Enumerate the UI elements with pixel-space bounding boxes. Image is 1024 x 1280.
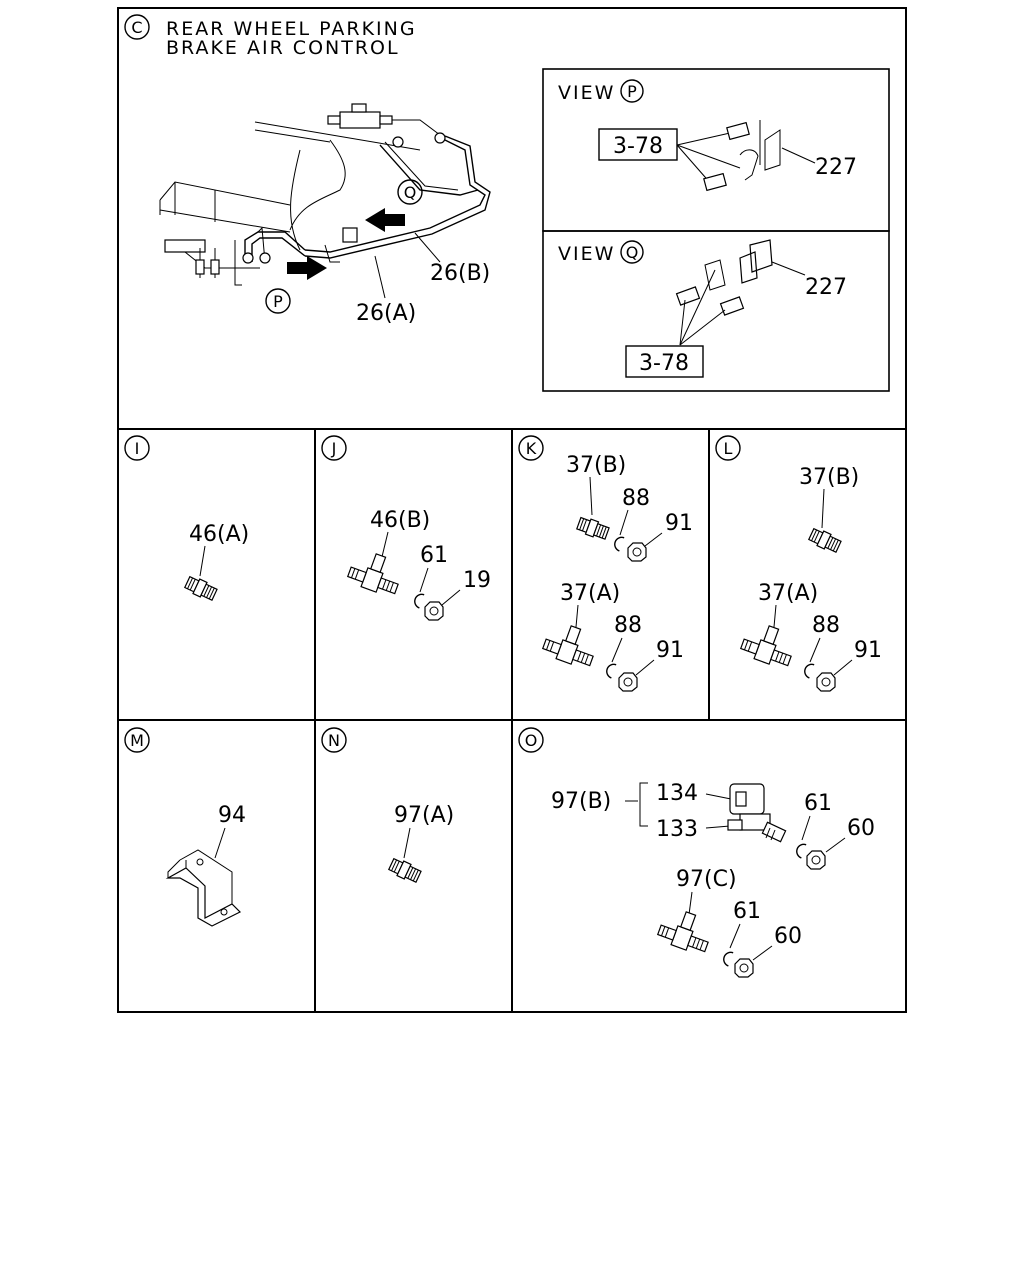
tee-37a-icon: [540, 618, 601, 671]
panel-j: J 46(B) 61 19: [321, 435, 491, 621]
tee-37a-icon: [738, 618, 799, 671]
panel-title-line1: REAR WHEEL PARKING: [166, 18, 417, 40]
nipple-97a-icon: [387, 856, 423, 885]
part-label-37a: 37(A): [560, 581, 620, 606]
part-label-61-top: 61: [804, 791, 832, 816]
panel-c: C REAR WHEEL PARKING BRAKE AIR CONTROL: [124, 14, 890, 392]
view-p-box: VIEW P 3-78 227: [542, 68, 890, 232]
nut-91-top-icon: [627, 542, 647, 562]
panel-n: N 97(A): [321, 727, 454, 885]
nut-19-icon: [424, 601, 444, 621]
part-label-88-bottom: 88: [614, 613, 642, 638]
view-q-box: VIEW Q 227 3-78: [542, 230, 890, 392]
view-p-marker: P: [627, 82, 637, 101]
panel-o-marker: O: [525, 731, 538, 750]
nut-91-icon: [816, 672, 836, 692]
part-label-88: 88: [812, 613, 840, 638]
panel-title-line2: BRAKE AIR CONTROL: [166, 37, 400, 59]
washer-88-bottom-icon: [604, 661, 617, 679]
view-q-caption: VIEW: [558, 243, 615, 265]
part-label-26b: 26(B): [430, 261, 490, 286]
view-q-ref: 3-78: [639, 351, 689, 376]
panel-m-marker: M: [130, 731, 144, 750]
nipple-37b-icon: [575, 515, 611, 542]
part-label-97a: 97(A): [394, 803, 454, 828]
part-label-46b: 46(B): [370, 508, 430, 533]
panel-i: I 46(A): [124, 435, 249, 603]
arrow-q-marker: Q: [404, 183, 417, 202]
view-p-part: 227: [815, 155, 857, 180]
panel-m: M 94: [124, 727, 246, 927]
part-label-88-top: 88: [622, 486, 650, 511]
tee-46b-icon: [345, 546, 406, 599]
installation-drawing: [159, 103, 491, 286]
nipple-46a-icon: [183, 574, 219, 603]
view-q-marker: Q: [626, 243, 639, 262]
nut-91-bottom-icon: [618, 672, 638, 692]
part-label-91: 91: [854, 638, 882, 663]
arrow-p-icon: [287, 256, 327, 280]
panel-k-marker: K: [526, 439, 537, 458]
diagram-frame: [117, 7, 907, 1013]
panel-marker-circle: [124, 14, 150, 40]
part-label-94: 94: [218, 803, 246, 828]
part-label-19: 19: [463, 568, 491, 593]
panel-j-marker: J: [331, 439, 337, 458]
washer-61-top-icon: [794, 841, 807, 859]
part-label-37b: 37(B): [566, 453, 626, 478]
view-p-ref: 3-78: [613, 134, 663, 159]
part-label-97b: 97(B): [551, 789, 611, 814]
valve-97b-icon: [727, 783, 787, 843]
part-label-133: 133: [656, 817, 698, 842]
part-label-37a: 37(A): [758, 581, 818, 606]
part-label-61: 61: [420, 543, 448, 568]
panel-l-marker: L: [724, 439, 733, 458]
washer-61-icon: [412, 591, 425, 609]
view-q-part: 227: [805, 275, 847, 300]
part-label-91-top: 91: [665, 511, 693, 536]
panel-n-marker: N: [328, 731, 340, 750]
part-label-60-bottom: 60: [774, 924, 802, 949]
part-label-134: 134: [656, 781, 698, 806]
panel-marker: C: [131, 18, 142, 37]
arrow-q-icon: [365, 208, 405, 232]
bracket-94-icon: [165, 849, 242, 927]
part-label-97c: 97(C): [676, 867, 737, 892]
view-p-caption: VIEW: [558, 82, 615, 104]
panel-i-marker: I: [135, 439, 140, 458]
nut-60-bottom-icon: [734, 958, 754, 978]
part-label-37b: 37(B): [799, 465, 859, 490]
panel-l: L 37(B) 37(A) 88 91: [715, 435, 882, 692]
panel-k: K 37(B) 88 91 37(A) 88 91: [518, 435, 693, 692]
panel-o: O 97(B) 134 133 61 60 97(C) 61 60: [518, 727, 875, 978]
part-label-61-bottom: 61: [733, 899, 761, 924]
washer-88-top-icon: [612, 534, 625, 552]
nut-60-top-icon: [806, 850, 826, 870]
part-label-46a: 46(A): [189, 522, 249, 547]
part-label-26a: 26(A): [356, 301, 416, 326]
washer-88-icon: [802, 661, 815, 679]
arrow-p-marker: P: [273, 292, 283, 311]
nipple-37b-icon: [807, 526, 843, 555]
part-label-91-bottom: 91: [656, 638, 684, 663]
tee-97c-icon: [655, 904, 716, 957]
washer-61-bottom-icon: [721, 949, 734, 967]
part-label-60-top: 60: [847, 816, 875, 841]
